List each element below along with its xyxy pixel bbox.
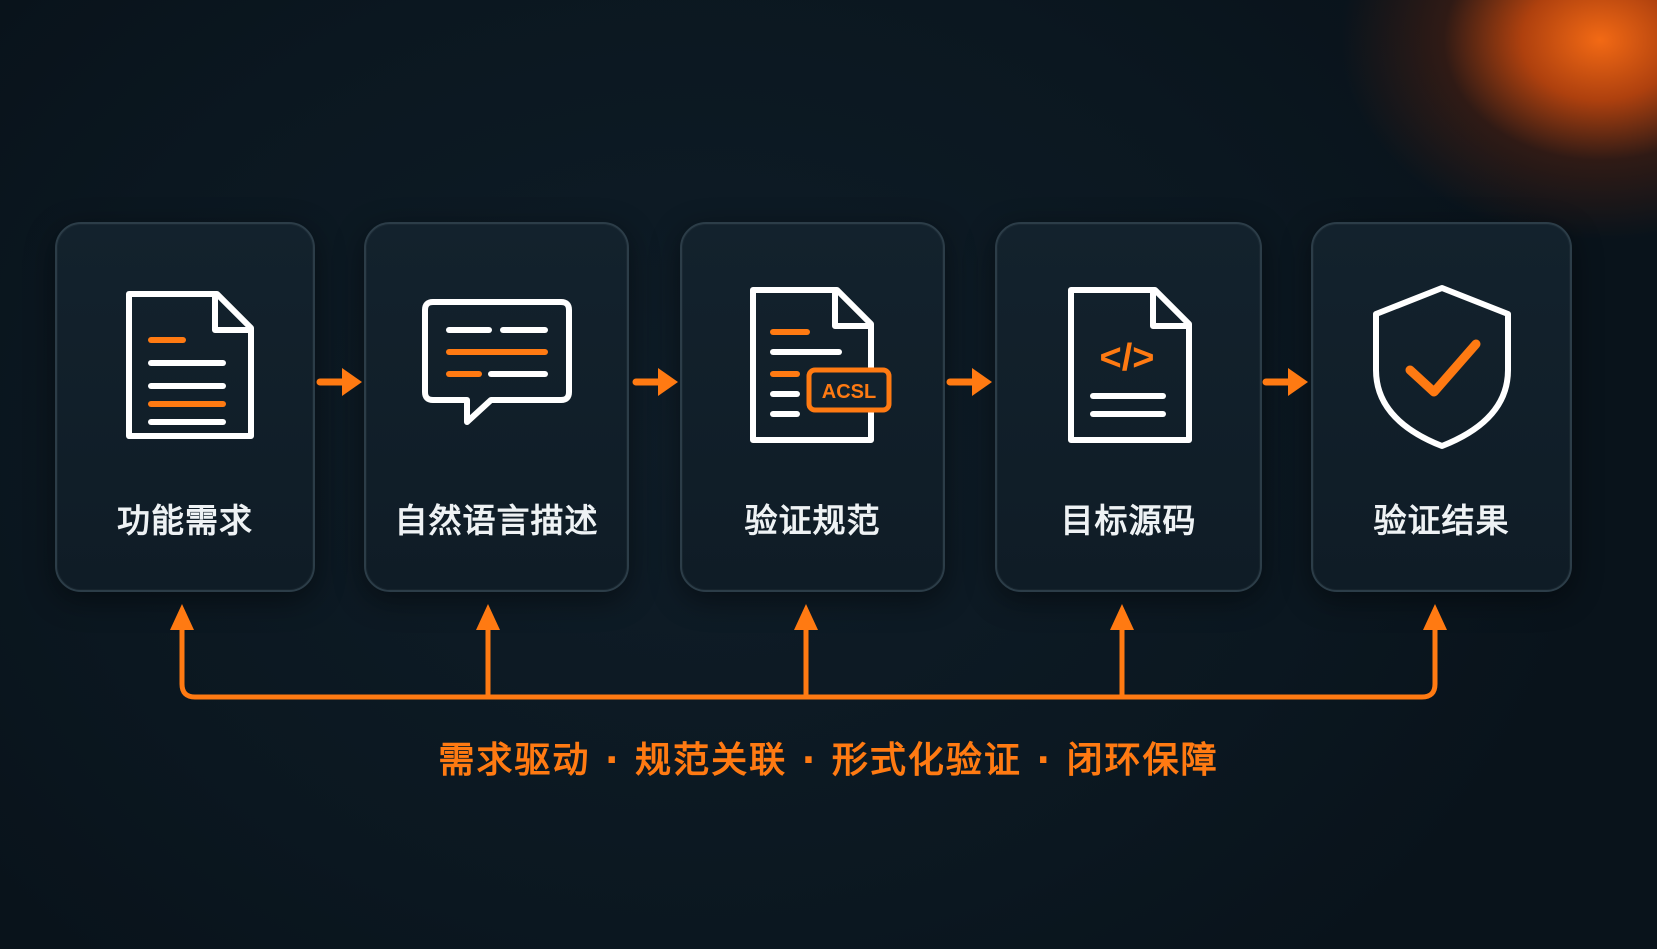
code-file-icon: </> xyxy=(1067,287,1192,443)
flow-arrow-icon xyxy=(946,368,992,396)
step-label: 功能需求 xyxy=(117,501,253,540)
acsl-document-icon: ACSL xyxy=(749,287,891,443)
acsl-badge: ACSL xyxy=(821,381,875,403)
step-label: 验证规范 xyxy=(744,501,881,540)
step-label: 目标源码 xyxy=(1060,501,1197,540)
flow-arrow-icon xyxy=(632,368,678,396)
step-card-natural-language: 自然语言描述 xyxy=(364,222,629,592)
flow-arrow-icon xyxy=(316,368,362,396)
up-arrow-icon xyxy=(170,604,194,630)
step-card-requirements: 功能需求 xyxy=(55,222,315,592)
step-card-verification-result: 验证结果 xyxy=(1311,222,1572,592)
flow-arrow-icon xyxy=(1262,368,1308,396)
document-icon xyxy=(126,291,254,439)
shield-check-icon xyxy=(1372,285,1511,449)
code-symbol: </> xyxy=(1099,337,1154,379)
step-label: 自然语言描述 xyxy=(394,501,599,540)
step-card-source-code: </> 目标源码 xyxy=(995,222,1262,592)
speech-bubble-icon xyxy=(421,299,572,425)
up-arrow-icon xyxy=(1110,604,1134,630)
up-arrow-icon xyxy=(1423,604,1447,630)
tagline: 需求驱动 · 规范关联 · 形式化验证 · 闭环保障 xyxy=(438,740,1219,781)
step-card-verification-spec: ACSL 验证规范 xyxy=(680,222,945,592)
step-label: 验证结果 xyxy=(1373,501,1510,540)
up-arrow-icon xyxy=(794,604,818,630)
up-arrow-icon xyxy=(476,604,500,630)
